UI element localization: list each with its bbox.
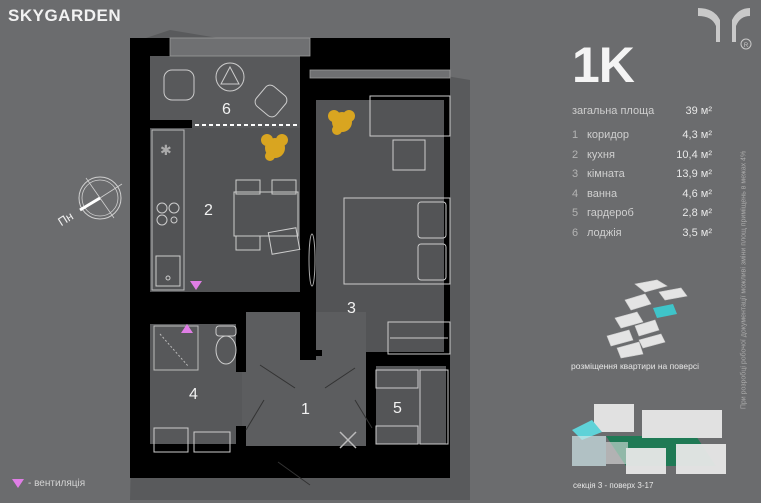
room-row: 1 коридор 4,3 м²: [572, 126, 712, 146]
room-area: 10,4 м²: [676, 148, 712, 161]
floor-placement-diagram: [606, 279, 688, 359]
room-name: коридор: [587, 129, 629, 142]
svg-text:✱: ✱: [160, 142, 172, 158]
total-area-label: загальна площа: [572, 104, 655, 117]
room-name: гардероб: [587, 207, 634, 220]
room-area: 4,3 м²: [682, 129, 712, 142]
svg-text:R: R: [744, 43, 749, 49]
total-area-row: загальна площа 39 м²: [572, 101, 712, 121]
brand-title: SKYGARDEN: [8, 6, 122, 25]
room-label-4: 4: [189, 386, 198, 403]
section-diagram: [572, 404, 726, 474]
room-name: лоджія: [587, 226, 622, 239]
room-area: 3,5 м²: [682, 226, 712, 239]
room-number: 3: [572, 168, 579, 181]
placement-caption: розміщення квартири на поверсі: [571, 361, 699, 371]
room-number: 6: [572, 226, 579, 239]
compass-icon: [78, 176, 123, 220]
room-name: кухня: [587, 148, 615, 161]
room-area: 4,6 м²: [682, 187, 712, 200]
ventilation-marker-icon: [181, 324, 193, 333]
room-number: 5: [572, 207, 579, 220]
room-label-5: 5: [393, 400, 402, 417]
room-row: 3 кімната 13,9 м²: [572, 165, 712, 185]
legend: - вентиляція: [12, 478, 85, 489]
room-area: 13,9 м²: [676, 168, 712, 181]
apartment-type: 1K: [572, 37, 635, 93]
ventilation-marker-icon: [190, 281, 202, 290]
room-label-1: 1: [301, 401, 310, 418]
room-label-3: 3: [347, 300, 356, 317]
room-area: 2,8 м²: [682, 207, 712, 220]
ventilation-legend-icon: [12, 479, 24, 488]
room-name: кімната: [587, 168, 625, 181]
disclaimer-text: При розробці робочої документації можлив…: [740, 150, 748, 410]
ventilation-legend-label: - вентиляція: [28, 478, 86, 489]
room-label-6: 6: [222, 101, 231, 118]
total-area-value: 39 м²: [685, 104, 712, 117]
room-row: 6 лоджія 3,5 м²: [572, 223, 712, 243]
room-label-2: 2: [204, 202, 213, 219]
section-caption: секція 3 - поверх 3-17: [573, 481, 654, 490]
room-number: 2: [572, 148, 579, 161]
room-number: 1: [572, 129, 579, 142]
area-table: загальна площа 39 м² 1 коридор 4,3 м² 2 кух…: [572, 101, 712, 243]
room-number: 4: [572, 187, 579, 200]
skygarden-y-logo-icon: R: [698, 8, 752, 50]
floor-plan: ✱: [130, 30, 470, 500]
room-row: 5 гардероб 2,8 м²: [572, 204, 712, 224]
room-name: ванна: [587, 187, 618, 200]
room-row: 4 ванна 4,6 м²: [572, 184, 712, 204]
room-row: 2 кухня 10,4 м²: [572, 145, 712, 165]
